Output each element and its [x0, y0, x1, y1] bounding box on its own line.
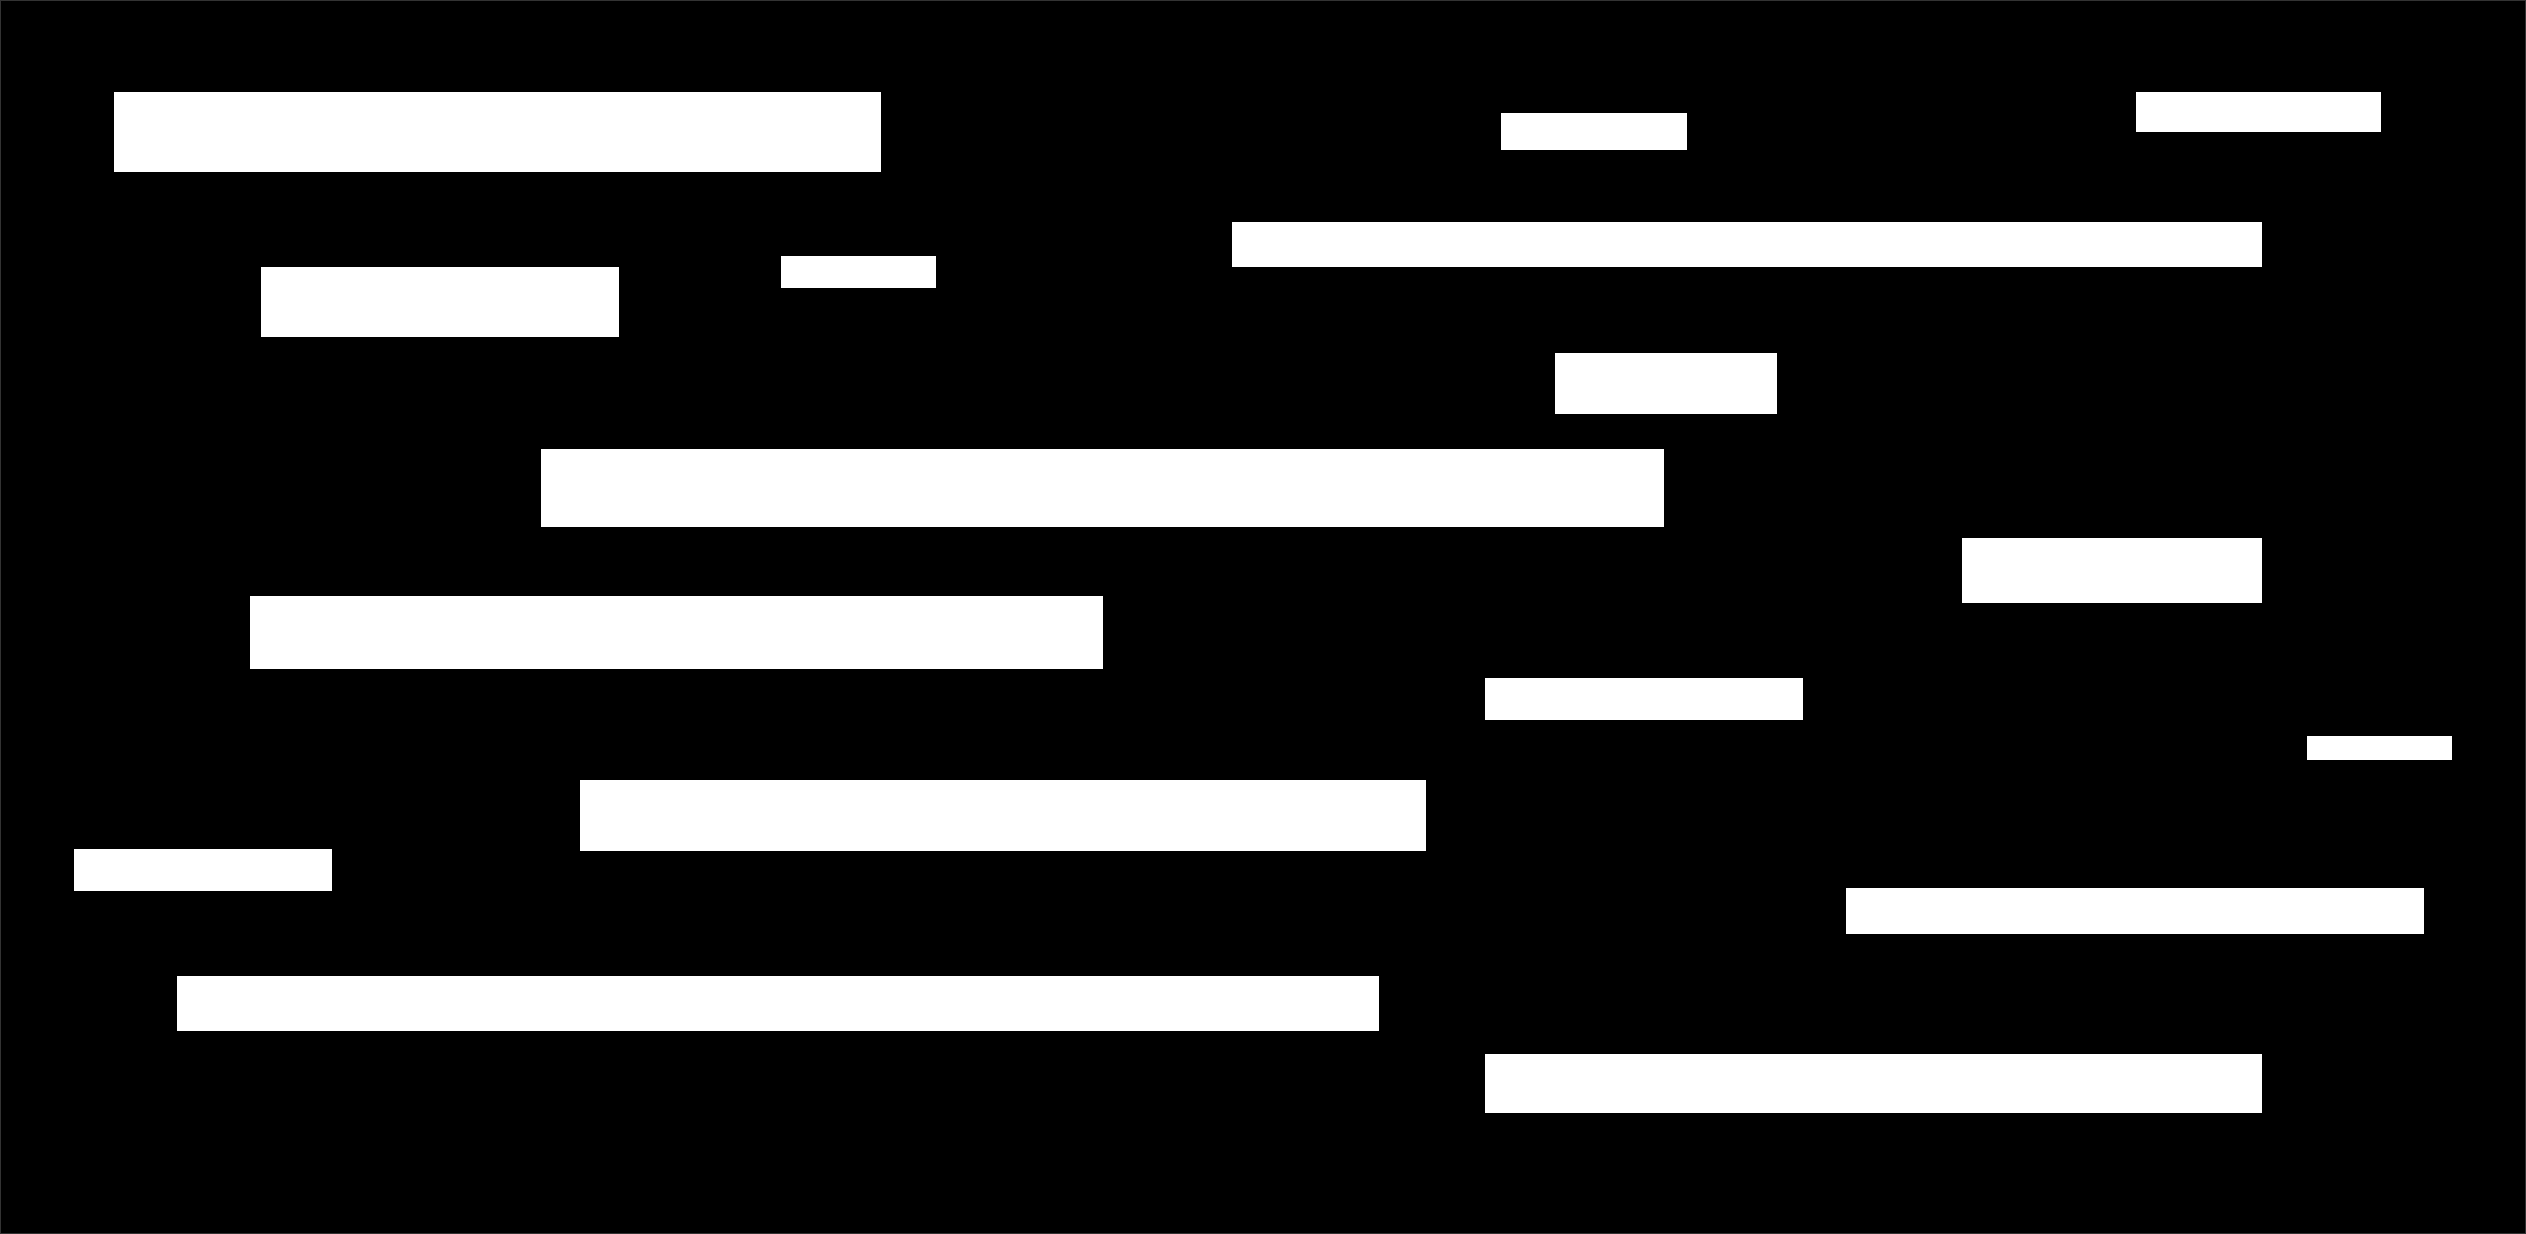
redaction-block — [1555, 353, 1777, 414]
redaction-block — [580, 780, 1426, 851]
redaction-block — [2307, 736, 2452, 760]
redaction-block — [74, 849, 332, 891]
redaction-block — [261, 267, 619, 337]
redaction-block — [781, 256, 936, 288]
redaction-block — [1846, 888, 2424, 934]
redaction-block — [1232, 222, 2262, 267]
redaction-block — [177, 976, 1379, 1031]
redaction-block — [114, 92, 881, 172]
redaction-block — [1485, 1054, 2262, 1113]
redaction-block — [2136, 92, 2381, 132]
redaction-block — [541, 449, 1664, 527]
redaction-block — [250, 596, 1103, 669]
redaction-block — [1962, 538, 2262, 603]
redaction-block — [1485, 678, 1803, 720]
redaction-block — [1501, 113, 1687, 150]
